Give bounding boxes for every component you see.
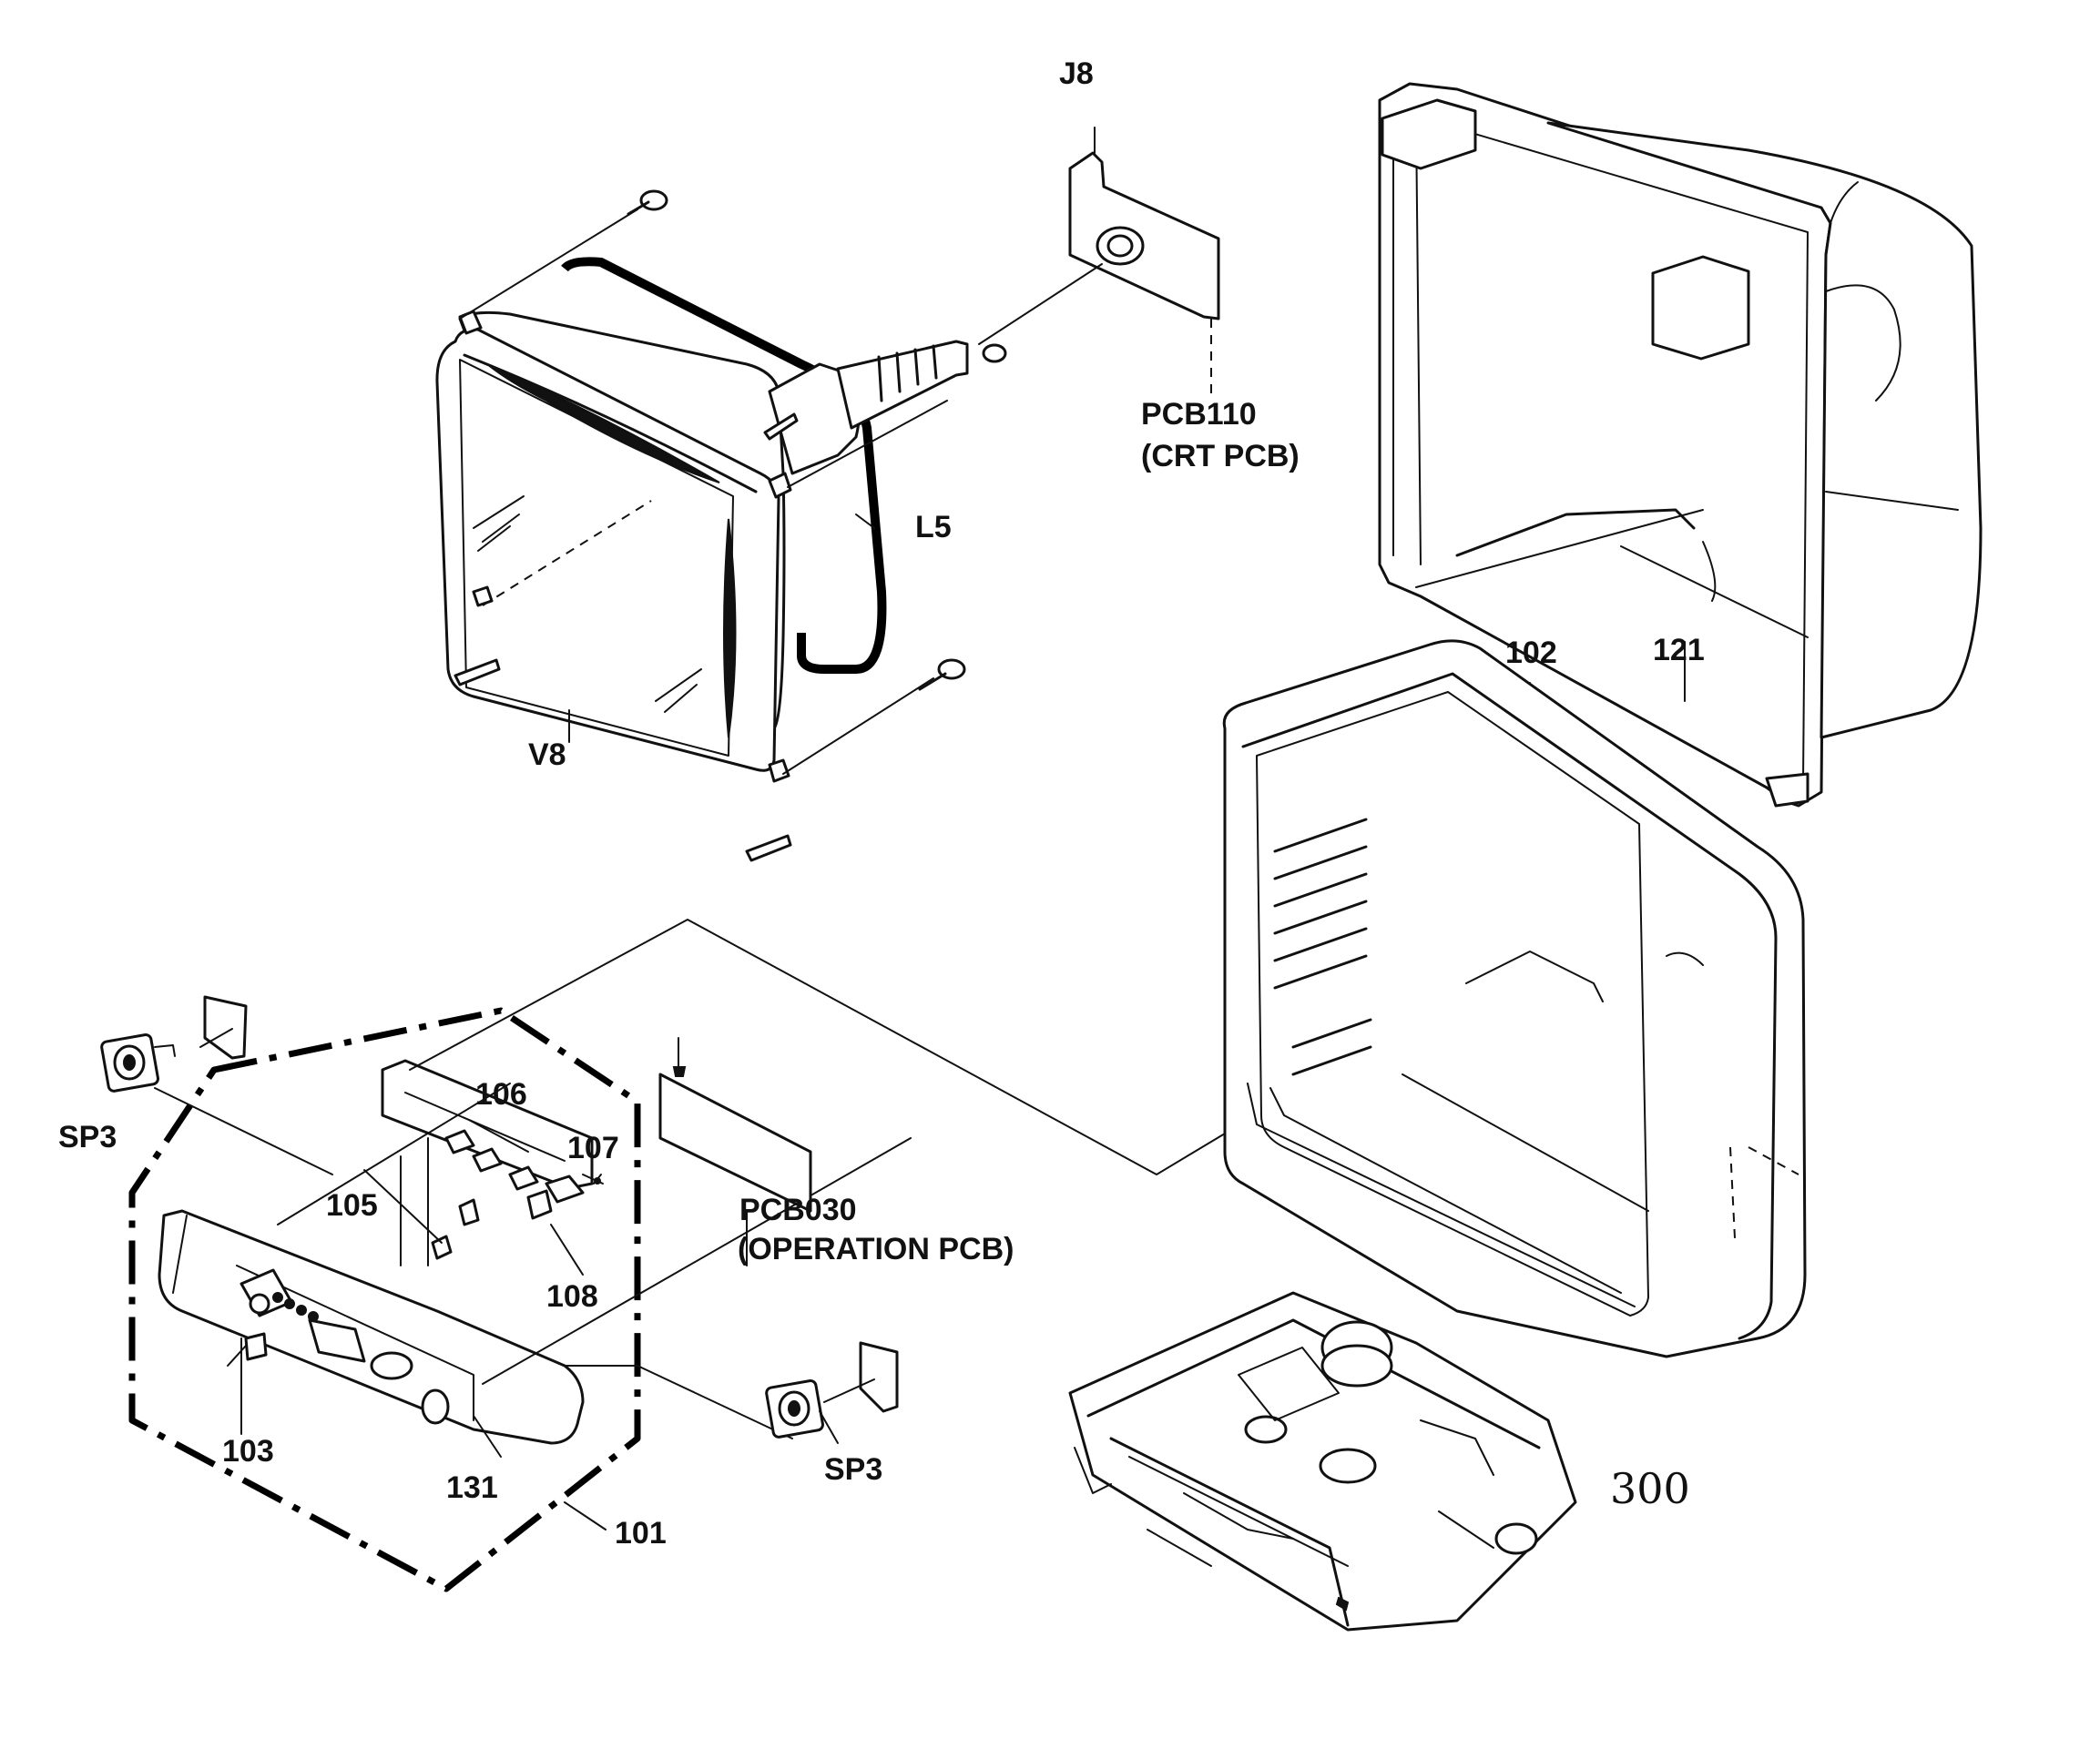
label-102: 102 (1505, 636, 1557, 670)
label-300: 300 (1610, 1464, 1690, 1513)
crt-mounting-screws (454, 189, 1007, 862)
label-131: 131 (446, 1470, 498, 1505)
label-crt-pcb: (CRT PCB) (1141, 439, 1300, 473)
vcr-mechanism (1068, 1291, 1577, 1632)
label-operation-pcb: (OPERATION PCB) (738, 1232, 1014, 1266)
speaker-left (100, 995, 333, 1175)
label-pcb110: PCB110 (1141, 397, 1257, 432)
front-cabinet (1222, 639, 1807, 1358)
label-105: 105 (326, 1188, 378, 1223)
label-103: 103 (222, 1434, 274, 1469)
label-sp3-left: SP3 (58, 1120, 117, 1154)
crt-picture-tube (435, 257, 969, 783)
speaker-right (765, 1341, 899, 1439)
label-j8: J8 (1059, 56, 1094, 91)
label-121: 121 (1653, 633, 1705, 667)
label-pcb030: PCB030 (739, 1193, 857, 1227)
operation-pcb-board (658, 1037, 812, 1213)
label-108: 108 (546, 1279, 598, 1314)
label-106: 106 (475, 1077, 527, 1112)
label-101: 101 (615, 1516, 667, 1551)
label-v8: V8 (528, 737, 566, 772)
front-panel-assembly (128, 919, 1226, 1592)
crt-pcb-board (978, 127, 1220, 401)
label-sp3-right: SP3 (824, 1452, 883, 1487)
label-l5: L5 (915, 510, 952, 544)
label-107: 107 (567, 1131, 619, 1165)
rear-cabinet (1378, 82, 1983, 808)
label-leaders (240, 514, 875, 1531)
